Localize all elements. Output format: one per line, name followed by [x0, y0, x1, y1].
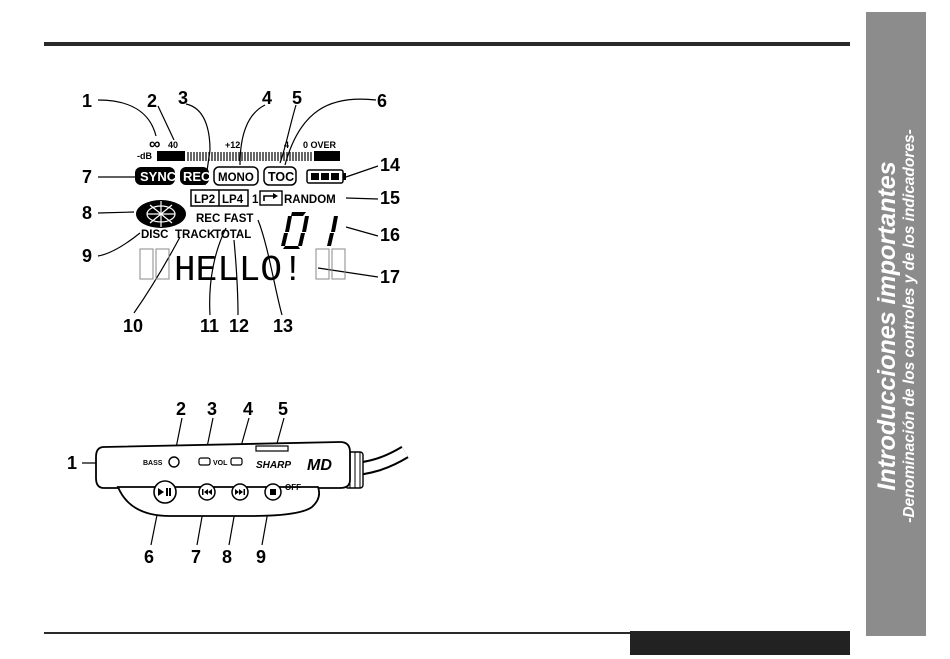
bass-button[interactable] [169, 457, 179, 467]
vol-label: VOL [213, 460, 228, 467]
previous-track-button[interactable] [199, 484, 215, 500]
callout-remote-4: 4 [243, 399, 253, 419]
callout-remote-8: 8 [222, 547, 232, 567]
remote-cable [345, 452, 405, 488]
next-track-button[interactable] [232, 484, 248, 500]
callout-remote-2: 2 [176, 399, 186, 419]
md-logo: MD [307, 457, 332, 474]
callout-remote-6: 6 [144, 547, 154, 567]
bass-label: BASS [143, 460, 163, 467]
stop-off-button[interactable] [265, 484, 281, 500]
remote-body [96, 442, 350, 516]
off-label: OFF [285, 483, 301, 492]
callout-remote-5: 5 [278, 399, 288, 419]
volume-up-button[interactable] [231, 458, 242, 465]
play-pause-button[interactable] [154, 481, 176, 503]
callout-remote-3: 3 [207, 399, 217, 419]
callout-remote-1: 1 [67, 453, 77, 473]
callout-remote-9: 9 [256, 547, 266, 567]
volume-down-button[interactable] [199, 458, 210, 465]
brand-label: SHARP [256, 460, 291, 471]
callout-remote-7: 7 [191, 547, 201, 567]
